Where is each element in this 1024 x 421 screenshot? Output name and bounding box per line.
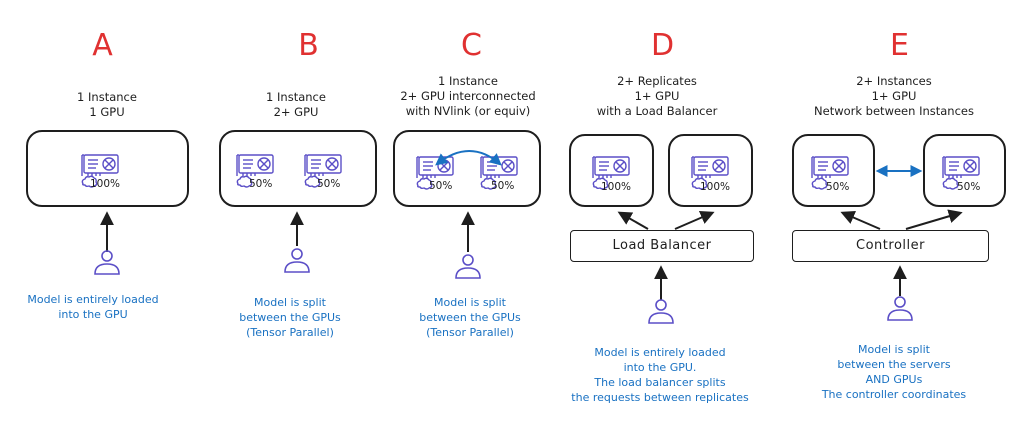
note-line: between the GPUs <box>239 311 341 324</box>
note-c: Model is split between the GPUs (Tensor … <box>360 295 580 340</box>
replica-box-1: 100% <box>569 134 654 207</box>
note-line: the requests between replicates <box>571 391 749 404</box>
column-letter-b: B <box>298 28 320 63</box>
column-letter-c: C <box>461 28 483 63</box>
column-letter-d: D <box>650 28 676 63</box>
user-icon <box>648 299 674 324</box>
gpu-utilization: 50% <box>249 178 273 190</box>
gpu-utilization: 50% <box>491 180 515 192</box>
header-line: with NVlink (or equiv) <box>405 104 531 118</box>
header-line: 1 GPU <box>89 105 125 119</box>
user-icon <box>284 248 310 273</box>
note-line: Model is split <box>858 343 930 356</box>
controller-arrow-right <box>905 209 963 230</box>
note-line: into the GPU <box>58 308 128 321</box>
column-letter-e: E <box>890 28 910 63</box>
gpu-card <box>808 154 852 194</box>
gpu-utilization: 50% <box>429 180 453 192</box>
header-line: 1+ GPU <box>634 89 680 103</box>
note-line: Model is entirely loaded <box>594 346 726 359</box>
user-icon <box>455 254 481 279</box>
column-header-c: 1 Instance 2+ GPU interconnected with NV… <box>368 74 568 119</box>
gpu-card <box>939 154 983 194</box>
gpu-utilization: 50% <box>957 181 981 193</box>
note-line: between the GPUs <box>419 311 521 324</box>
gpu-card <box>589 154 633 194</box>
column-header-b: 1 Instance 2+ GPU <box>196 90 396 120</box>
note-b: Model is split between the GPUs (Tensor … <box>180 295 400 340</box>
header-line: 2+ GPU <box>273 105 319 119</box>
note-d: Model is entirely loaded into the GPU. T… <box>545 345 775 405</box>
gpu-card <box>78 152 122 192</box>
header-line: 2+ GPU interconnected <box>400 89 536 103</box>
note-line: into the GPU. <box>623 361 697 374</box>
note-a: Model is entirely loaded into the GPU <box>0 292 203 322</box>
column-header-d: 2+ Replicates 1+ GPU with a Load Balance… <box>557 74 757 119</box>
nvlink-connector <box>435 150 502 166</box>
header-line: 1 Instance <box>438 74 498 88</box>
header-line: with a Load Balancer <box>596 104 718 118</box>
gpu-utilization: 100% <box>601 181 632 193</box>
gpu-card <box>233 152 277 192</box>
lb-arrow-left <box>617 211 649 230</box>
lb-arrow-right <box>674 211 715 230</box>
server-box-2: 50% <box>923 134 1006 207</box>
user-icon <box>94 250 120 275</box>
instance-box-c: 50% 50% <box>393 130 541 207</box>
header-line: 1 Instance <box>77 90 137 104</box>
header-line: 1+ GPU <box>871 89 917 103</box>
note-line: (Tensor Parallel) <box>246 326 334 339</box>
instance-box-a: 100% <box>26 130 189 207</box>
gpu-utilization: 50% <box>317 178 341 190</box>
gpu-utilization: 100% <box>700 181 731 193</box>
note-line: The controller coordinates <box>821 388 967 401</box>
load-balancer-box: Load Balancer <box>570 230 754 262</box>
note-line: between the servers <box>837 358 951 371</box>
gpu-card <box>688 154 732 194</box>
note-line: (Tensor Parallel) <box>426 326 514 339</box>
header-line: 1 Instance <box>266 90 326 104</box>
instance-box-b: 50% 50% <box>219 130 377 207</box>
column-header-e: 2+ Instances 1+ GPU Network between Inst… <box>794 74 994 119</box>
gpu-utilization: 50% <box>826 181 850 193</box>
server-box-1: 50% <box>792 134 875 207</box>
controller-box: Controller <box>792 230 989 262</box>
note-line: Model is entirely loaded <box>27 293 159 306</box>
note-line: Model is split <box>434 296 506 309</box>
controller-arrow-left <box>840 211 881 230</box>
note-line: AND GPUs <box>865 373 923 386</box>
header-line: Network between Instances <box>814 104 974 118</box>
gpu-utilization: 100% <box>90 178 121 190</box>
replica-box-2: 100% <box>668 134 753 207</box>
column-header-a: 1 Instance 1 GPU <box>7 90 207 120</box>
note-e: Model is split between the servers AND G… <box>784 342 1004 402</box>
column-letter-a: A <box>92 28 114 63</box>
header-line: 2+ Replicates <box>617 74 697 88</box>
note-line: Model is split <box>254 296 326 309</box>
note-line: The load balancer splits <box>594 376 726 389</box>
user-icon <box>887 296 913 321</box>
gpu-card <box>301 152 345 192</box>
header-line: 2+ Instances <box>856 74 932 88</box>
